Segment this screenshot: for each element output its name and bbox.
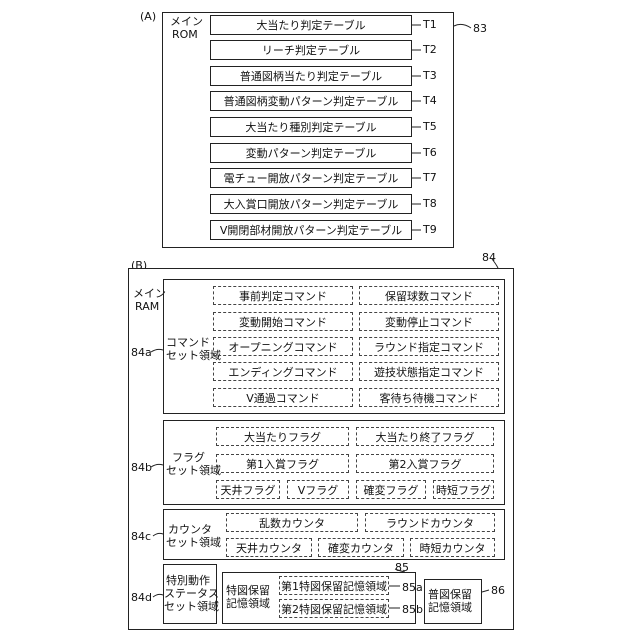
- leader-line: [482, 590, 489, 592]
- leader-line: [492, 259, 498, 268]
- leader-line: [153, 594, 163, 597]
- leader-line: [151, 464, 163, 467]
- leader-line: [395, 569, 405, 572]
- leader-line: [151, 349, 163, 352]
- leader-line: [454, 24, 471, 28]
- leader-line: [153, 533, 163, 536]
